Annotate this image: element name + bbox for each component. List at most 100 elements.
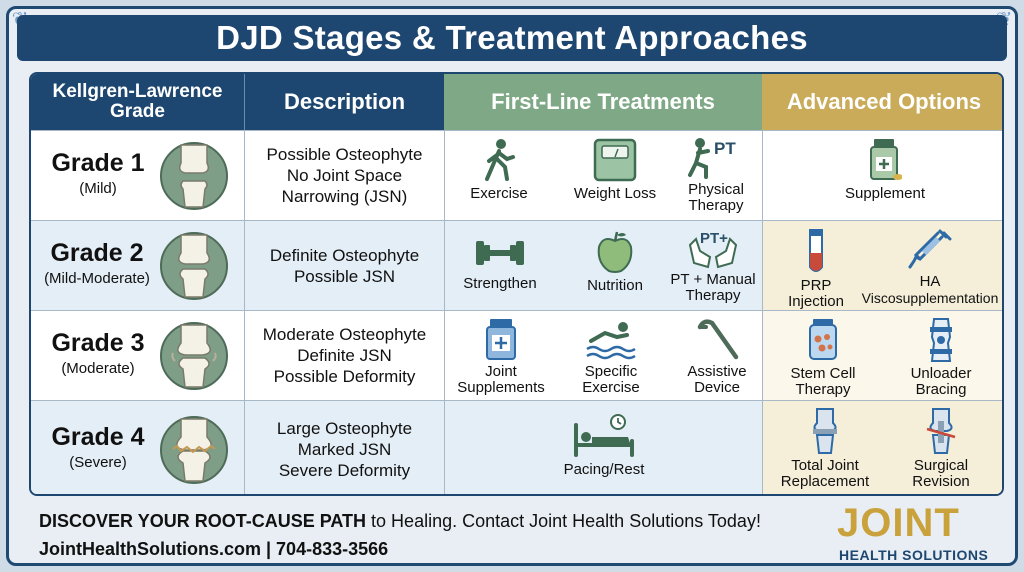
scale-icon — [593, 138, 637, 182]
grade-severity: (Severe) — [69, 454, 127, 471]
description-cell: Possible Osteophyte No Joint Space Narro… — [244, 131, 444, 220]
treatment-label: Strengthen — [463, 275, 537, 292]
description-line: Narrowing (JSN) — [281, 187, 408, 206]
advanced-label: Viscosupplementation — [861, 290, 999, 306]
treatment-pacing-rest: Pacing/Rest — [549, 413, 659, 478]
supplement-bottle-icon — [870, 139, 902, 180]
first-line-cell: Strengthen Nutrition PT+ — [444, 221, 762, 310]
treatment-label: Supplements — [457, 379, 545, 396]
description-cell: Large Osteophyte Marked JSN Severe Defor… — [244, 401, 444, 494]
knee-joint-icon — [160, 142, 228, 210]
description-line: Severe Deformity — [278, 461, 411, 480]
advanced-label: Replacement — [780, 473, 870, 490]
advanced-label: Injection — [788, 293, 844, 310]
walking-person-icon — [485, 139, 515, 181]
header-description: Description — [244, 74, 444, 130]
description-line: Possible JSN — [293, 266, 396, 286]
treatment-label: Therapy — [688, 197, 744, 214]
advanced-label: Therapy — [795, 381, 851, 398]
advanced-supplement: Supplement — [835, 137, 935, 202]
grade-name: Grade 1 — [51, 149, 145, 177]
pill-bottle-icon — [486, 319, 516, 360]
advanced-cell: Stem Cell Therapy Unloader Bracing — [762, 311, 1002, 400]
treatment-assistive-device: Assistive Device — [677, 317, 757, 396]
advanced-cell: Total Joint Replacement Surgical Revisio… — [762, 401, 1002, 494]
footer-contact[interactable]: JointHealthSolutions.com | 704-833-3566 — [39, 539, 389, 559]
grade-cell: Grade 3 (Moderate) — [31, 311, 244, 400]
description-line: Possible Osteophyte — [266, 145, 423, 164]
grade-name: Grade 2 — [50, 239, 144, 267]
grade-severity: (Mild) — [79, 180, 117, 197]
grade-severity: (Mild-Moderate) — [44, 270, 150, 287]
treatment-joint-supplements: Joint Supplements — [453, 317, 549, 396]
description-line: Moderate Osteophyte — [262, 325, 427, 344]
treatment-label: Physical — [688, 181, 744, 198]
treatment-label: Weight Loss — [573, 185, 657, 202]
grade-cell: Grade 2 (Mild-Moderate) — [31, 221, 244, 310]
description-line: Large Osteophyte — [276, 419, 413, 438]
footer-cta-rest: to Healing. Contact Joint Health Solutio… — [366, 511, 761, 531]
knee-joint-icon — [160, 416, 228, 484]
treatment-label: Pacing/Rest — [563, 461, 645, 478]
first-line-cell: Exercise Weight Loss PT — [444, 131, 762, 220]
treatment-label: Nutrition — [587, 277, 643, 294]
logo: JOINT HEALTH SOLUTIONS — [837, 501, 1007, 563]
knee-joint-icon — [160, 232, 228, 300]
table-row-grade-2: Grade 2 (Mild-Moderate) Definite Osteoph… — [31, 220, 1002, 310]
test-tube-icon — [809, 229, 823, 272]
header-first-line: First-Line Treatments — [444, 74, 762, 130]
advanced-label: Surgical — [913, 457, 969, 474]
treatment-label: Therapy — [685, 287, 741, 304]
advanced-prp: PRP Injection — [781, 227, 851, 310]
treatment-physical-therapy: PT Physical Therapy — [671, 137, 761, 214]
knee-replacement-icon — [813, 408, 837, 454]
treatment-nutrition: Nutrition — [575, 229, 655, 294]
stages-table: Kellgren-Lawrence Grade Description Firs… — [29, 72, 1004, 496]
treatment-weight-loss: Weight Loss — [565, 137, 665, 202]
advanced-label: PRP — [800, 277, 832, 294]
surgical-revision-icon — [926, 408, 956, 454]
treatment-specific-exercise: Specific Exercise — [569, 317, 653, 396]
description-line: Possible Deformity — [273, 367, 416, 386]
swimmer-icon — [586, 322, 636, 360]
infographic-frame: ❦ ❦ DJD Stages & Treatment Approaches Ke… — [6, 6, 1018, 566]
advanced-cell: PRP Injection HA Viscosupplementation — [762, 221, 1002, 310]
knee-brace-icon — [930, 318, 952, 362]
advanced-cell: Supplement — [762, 131, 1002, 220]
description-line: Definite JSN — [297, 346, 392, 365]
footer-cta-bold: DISCOVER YOUR ROOT-CAUSE PATH — [39, 511, 367, 531]
treatment-strengthen: Strengthen — [455, 233, 545, 292]
treatment-label: Exercise — [470, 185, 528, 202]
header-grade: Kellgren-Lawrence Grade — [31, 74, 244, 130]
treatment-exercise: Exercise — [459, 137, 539, 202]
advanced-surgical-revision: Surgical Revision — [899, 407, 983, 490]
grade-cell: Grade 1 (Mild) — [31, 131, 244, 220]
advanced-label: Unloader — [910, 365, 972, 382]
footer-cta: DISCOVER YOUR ROOT-CAUSE PATH to Healing… — [39, 511, 761, 532]
description-cell: Definite Osteophyte Possible JSN — [244, 221, 444, 310]
advanced-label: Revision — [912, 473, 970, 490]
treatment-label: Joint — [485, 363, 517, 380]
advanced-unloader-bracing: Unloader Bracing — [899, 317, 983, 398]
pt-plus-badge: PT+ — [700, 230, 728, 247]
header-advanced: Advanced Options — [762, 74, 1002, 130]
first-line-cell: Joint Supplements Specific Exercise — [444, 311, 762, 400]
stem-cell-jar-icon — [809, 319, 837, 360]
advanced-ha: HA Viscosupplementation — [855, 227, 1002, 306]
physical-therapy-icon: PT — [688, 138, 736, 179]
knee-joint-icon — [160, 322, 228, 390]
advanced-total-joint: Total Joint Replacement — [773, 407, 877, 490]
grade-severity: (Moderate) — [61, 360, 135, 377]
advanced-label: Bracing — [915, 381, 967, 398]
treatment-label: Exercise — [582, 379, 640, 396]
description-cell: Moderate Osteophyte Definite JSN Possibl… — [244, 311, 444, 400]
advanced-stem-cell: Stem Cell Therapy — [781, 317, 865, 398]
description-line: No Joint Space — [286, 166, 403, 185]
grade-name: Grade 3 — [51, 329, 145, 357]
treatment-label: Specific — [584, 363, 638, 380]
apple-icon — [597, 231, 633, 273]
dumbbell-icon — [476, 241, 524, 265]
treatment-label: PT + Manual — [670, 271, 756, 288]
table-row-grade-1: Grade 1 (Mild) Possible Osteophyte No Jo… — [31, 130, 1002, 220]
treatment-label: Device — [694, 379, 740, 396]
